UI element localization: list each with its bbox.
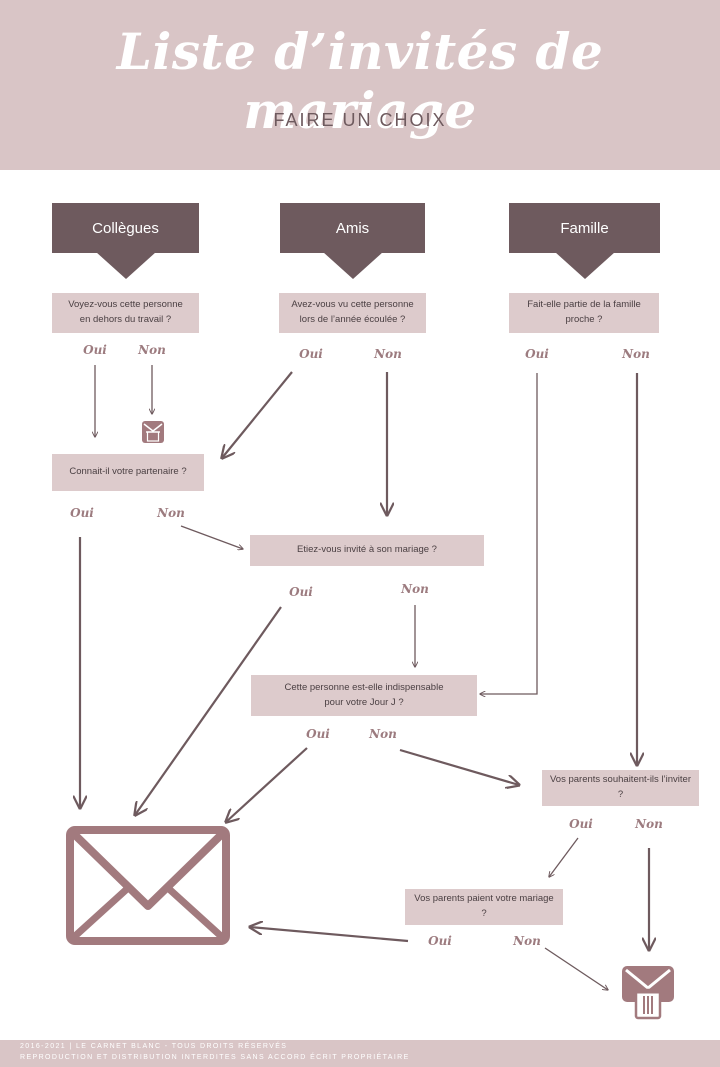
answer-yes-parents-wish: Oui — [569, 817, 593, 831]
footer-rights: REPRODUCTION ET DISTRIBUTION INTERDITES … — [20, 1054, 410, 1061]
question-parents-pay: Vos parents paient votre mariage ? — [405, 889, 563, 925]
question-friends-seen-last-year: Avez-vous vu cette personne lors de l’an… — [279, 293, 426, 333]
page-title: Liste d’invités de mariage — [116, 22, 604, 140]
arrow-parents-pay-no — [544, 947, 608, 990]
answer-yes-family: Oui — [525, 347, 549, 361]
answer-yes-indispensable: Oui — [306, 727, 330, 741]
answer-no-colleagues: Non — [138, 343, 166, 357]
answer-no-friends: Non — [374, 347, 402, 361]
answer-yes-colleagues: Oui — [83, 343, 107, 357]
arrow-parents-pay-yes — [250, 927, 409, 943]
answer-yes-invited: Oui — [289, 585, 313, 599]
question-indispensable: Cette personne est-elle indispensable po… — [251, 675, 477, 716]
footer: 2016-2021 | LE CARNET BLANC - TOUS DROIT… — [0, 1040, 720, 1067]
answer-no-family: Non — [622, 347, 650, 361]
header-banner: Liste d’invités de mariage FAIRE UN CHOI… — [0, 0, 720, 170]
question-knows-partner: Connait-il votre partenaire ? — [52, 454, 204, 491]
arrow-family-yes — [480, 373, 538, 694]
question-invited-to-wedding: Etiez-vous invité à son mariage ? — [250, 535, 484, 566]
trash-envelope-icon — [622, 966, 674, 1020]
arrow-indispensable-no — [399, 748, 519, 785]
arrow-parents-wish-yes — [549, 837, 579, 877]
question-family-close: Fait-elle partie de la famille proche ? — [509, 293, 659, 333]
answer-no-invited: Non — [401, 582, 429, 596]
question-colleagues-outside-work: Voyez-vous cette personne en dehors du t… — [52, 293, 199, 333]
envelope-icon — [66, 826, 230, 945]
trash-envelope-icon — [142, 421, 164, 443]
arrow-partner-no — [180, 525, 243, 549]
answer-yes-friends: Oui — [299, 347, 323, 361]
answer-no-indispensable: Non — [369, 727, 397, 741]
arrow-invited-yes — [135, 606, 282, 815]
footer-copyright: 2016-2021 | LE CARNET BLANC - TOUS DROIT… — [20, 1043, 288, 1050]
answer-no-parents-pay: Non — [513, 934, 541, 948]
answer-yes-parents-pay: Oui — [428, 934, 452, 948]
category-family: Famille — [509, 203, 660, 279]
answer-no-partner: Non — [157, 506, 185, 520]
arrow-friends-yes — [222, 371, 293, 458]
answer-yes-partner: Oui — [70, 506, 94, 520]
page-subtitle: FAIRE UN CHOIX — [273, 110, 447, 130]
question-parents-wish: Vos parents souhaitent-ils l’inviter ? — [542, 770, 699, 806]
category-colleagues: Collègues — [52, 203, 199, 279]
answer-no-parents-wish: Non — [635, 817, 663, 831]
arrow-indispensable-yes — [226, 747, 308, 822]
category-friends: Amis — [280, 203, 425, 279]
